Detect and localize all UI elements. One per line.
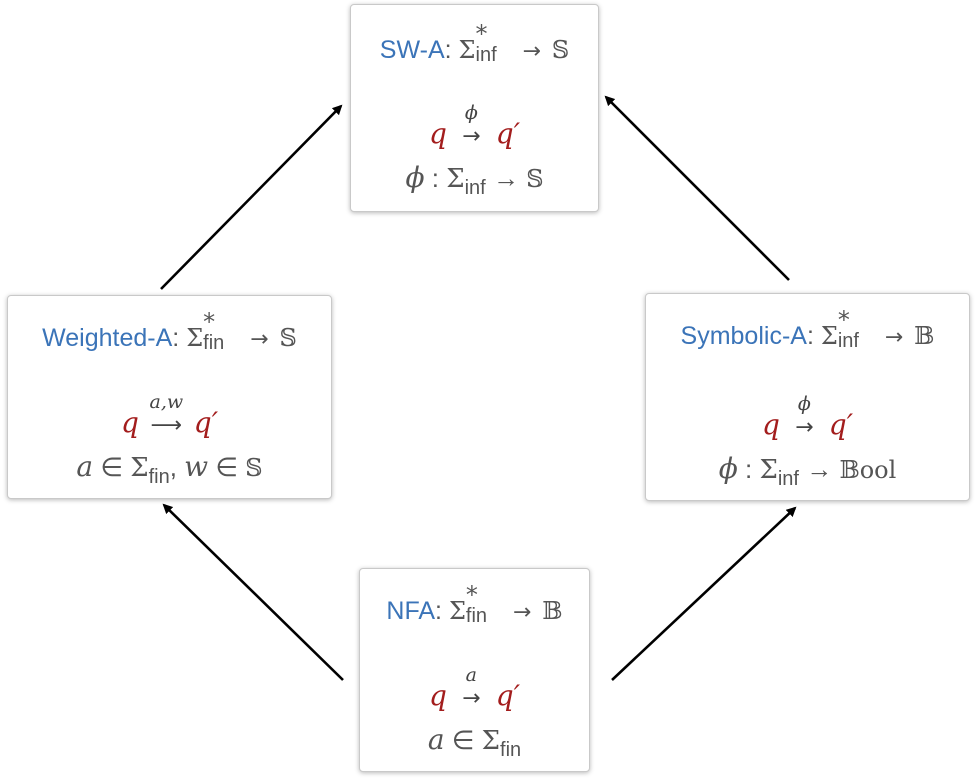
- node-sw-a-signature: SW-A: Σ*inf → 𝕊: [351, 20, 598, 66]
- function-arrow: →: [512, 600, 532, 625]
- sigma-symbol: Σ: [458, 36, 476, 64]
- transition-label: ϕ: [464, 102, 478, 124]
- node-weighted-a-transition: q a,w⟶ q′: [8, 391, 331, 439]
- node-weighted-a-name: Weighted-A: [42, 324, 173, 352]
- kleene-star-subscript: *inf: [476, 20, 512, 66]
- edge-weighted-to-sw: [160, 104, 343, 290]
- alphabet-subscript: fin: [203, 332, 225, 354]
- arrow-glyph: ⟶: [150, 413, 183, 438]
- arrow-glyph: →: [795, 415, 814, 440]
- node-weighted-a-signature: Weighted-A: Σ*fin → 𝕊: [8, 308, 331, 354]
- node-symbolic-a-transition: q ϕ→ q′: [646, 393, 969, 441]
- transition-arrow: a,w⟶: [143, 391, 189, 438]
- separator: :: [172, 324, 180, 352]
- star: *: [837, 305, 850, 334]
- function-arrow: →: [485, 163, 527, 193]
- function-arrow: →: [522, 39, 541, 64]
- codomain: 𝔹ool: [839, 456, 897, 484]
- sigma-symbol: Σ: [186, 324, 204, 352]
- star: *: [465, 580, 478, 609]
- node-weighted-a-description: a ∈ Σfin, w ∈ 𝕊: [8, 450, 331, 489]
- target-state: q′: [193, 406, 219, 439]
- codomain: 𝕊: [526, 165, 544, 193]
- predicate-var: ϕ: [718, 452, 738, 485]
- codomain: 𝕊: [245, 454, 263, 482]
- transition-arrow: ϕ→: [451, 102, 491, 149]
- sigma-symbol: Σ: [759, 455, 778, 485]
- transition-label: a: [465, 664, 477, 686]
- node-sw-a-transition: q ϕ→ q′: [351, 102, 598, 150]
- node-weighted-a: Weighted-A: Σ*fin → 𝕊 q a,w⟶ q′ a ∈ Σfin…: [7, 295, 332, 499]
- codomain: 𝔹: [542, 597, 563, 625]
- codomain: 𝕊: [551, 36, 570, 64]
- codomain: 𝕊: [279, 324, 297, 352]
- colon: :: [424, 163, 447, 193]
- source-state: q: [428, 117, 447, 150]
- alphabet-subscript: fin: [148, 466, 170, 488]
- sigma-symbol: Σ: [481, 726, 501, 756]
- function-arrow: →: [798, 454, 840, 484]
- node-symbolic-a-name: Symbolic-A: [680, 322, 807, 350]
- sigma-symbol: Σ: [820, 322, 838, 350]
- arrow-glyph: →: [462, 686, 481, 711]
- comma: ,: [169, 452, 185, 482]
- transition-label: ϕ: [797, 393, 811, 415]
- node-nfa-signature: NFA: Σ*fin → 𝔹: [360, 581, 589, 627]
- separator: :: [444, 36, 452, 64]
- node-sw-a-name: SW-A: [379, 36, 445, 64]
- source-state: q: [761, 408, 780, 441]
- function-arrow: →: [250, 327, 269, 352]
- element-of: ∈: [208, 452, 246, 482]
- separator: :: [435, 597, 442, 625]
- alphabet-subscript: inf: [777, 468, 799, 490]
- alphabet-subscript: fin: [465, 605, 488, 627]
- element-of: ∈: [93, 452, 131, 482]
- node-symbolic-a-signature: Symbolic-A: Σ*inf → 𝔹: [646, 306, 969, 352]
- target-state: q′: [828, 408, 854, 441]
- node-sw-a-description: ϕ : Σinf → 𝕊: [351, 161, 598, 200]
- source-state: q: [428, 679, 447, 712]
- element-of: ∈: [444, 725, 482, 755]
- edge-symbolic-to-sw: [604, 95, 790, 281]
- symbol-var: a: [427, 723, 445, 756]
- alphabet-subscript: inf: [837, 330, 859, 352]
- sigma-symbol: Σ: [448, 597, 466, 625]
- target-state: q′: [495, 679, 521, 712]
- predicate-var: ϕ: [405, 161, 425, 194]
- weight-var: w: [184, 450, 209, 483]
- sigma-symbol: Σ: [446, 164, 465, 194]
- edge-nfa-to-symbolic: [611, 506, 797, 681]
- node-nfa-transition: q a→ q′: [360, 664, 589, 712]
- source-state: q: [120, 406, 139, 439]
- kleene-star-subscript: *fin: [203, 308, 239, 354]
- node-nfa-name: NFA: [386, 597, 436, 625]
- node-nfa-description: a ∈ Σfin: [360, 723, 589, 762]
- codomain: 𝔹: [914, 322, 935, 350]
- function-arrow: →: [884, 325, 904, 350]
- transition-label: a,w: [149, 391, 184, 413]
- symbol-var: a: [76, 450, 94, 483]
- target-state: q′: [495, 117, 521, 150]
- sigma-symbol: Σ: [130, 453, 149, 483]
- node-symbolic-a: Symbolic-A: Σ*inf → 𝔹 q ϕ→ q′ ϕ : Σinf →…: [645, 293, 970, 501]
- alphabet-subscript: inf: [464, 177, 486, 199]
- kleene-star-subscript: *inf: [838, 306, 874, 352]
- alphabet-subscript: inf: [475, 44, 497, 66]
- kleene-star-subscript: *fin: [466, 581, 502, 627]
- edge-nfa-to-weighted: [162, 503, 344, 681]
- alphabet-subscript: fin: [500, 739, 522, 761]
- node-nfa: NFA: Σ*fin → 𝔹 q a→ q′ a ∈ Σfin: [359, 568, 590, 772]
- node-sw-a: SW-A: Σ*inf → 𝕊 q ϕ→ q′ ϕ : Σinf → 𝕊: [350, 4, 599, 212]
- star: *: [203, 307, 216, 336]
- arrow-glyph: →: [462, 124, 481, 149]
- node-symbolic-a-description: ϕ : Σinf → 𝔹ool: [646, 452, 969, 491]
- colon: :: [737, 454, 760, 484]
- transition-arrow: ϕ→: [784, 393, 824, 440]
- star: *: [475, 19, 488, 48]
- separator: :: [806, 322, 814, 350]
- transition-arrow: a→: [451, 664, 491, 711]
